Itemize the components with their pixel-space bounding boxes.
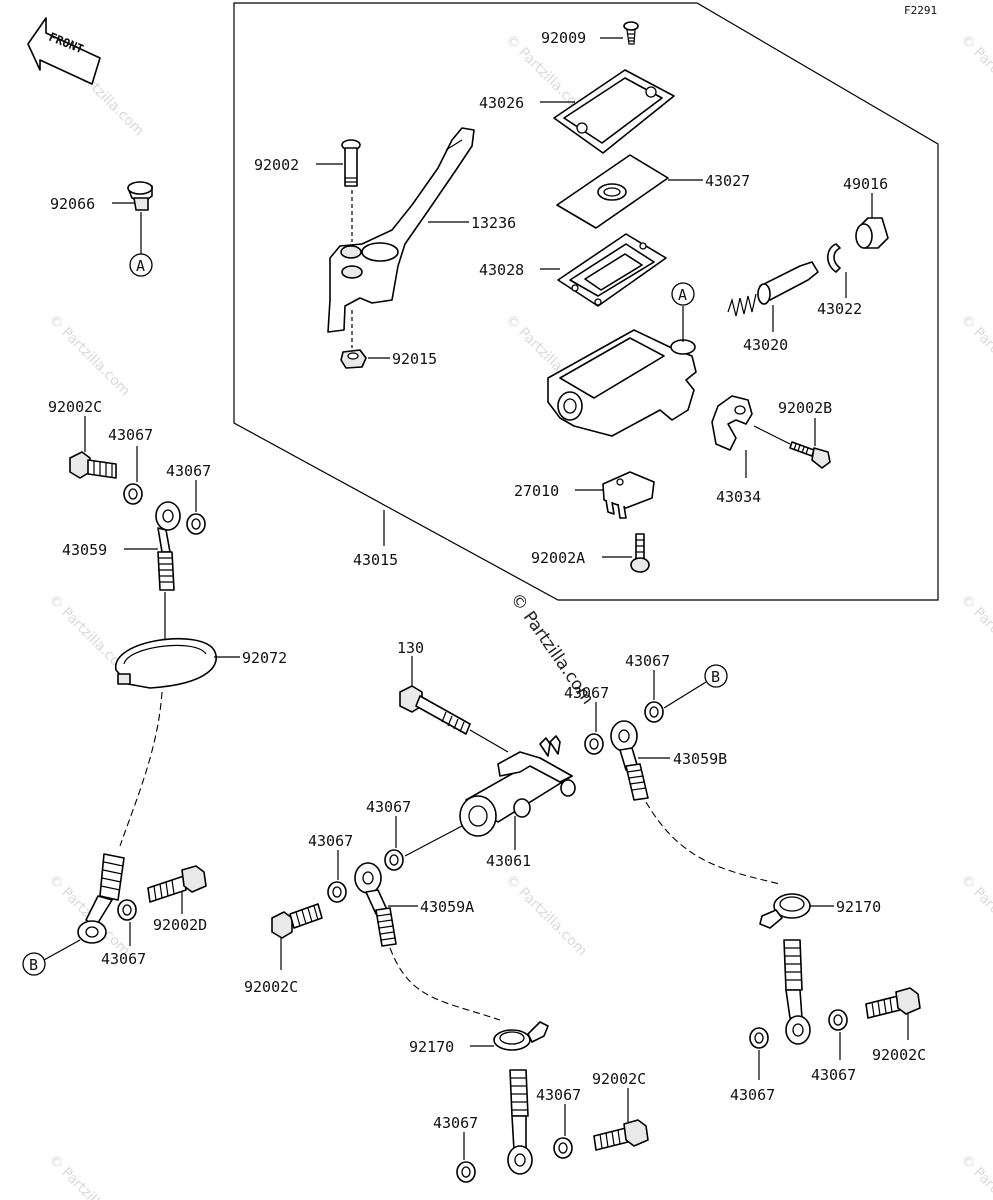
label-27010: 27010: [514, 482, 559, 500]
brake-hose-end-icon: [610, 720, 649, 801]
label-92002D: 92002D: [153, 916, 207, 934]
label-130: 130: [397, 639, 424, 657]
label-43027: 43027: [705, 172, 750, 190]
hose-clamp-icon: [493, 1021, 549, 1051]
watermark: © Partzilla.com: [957, 1152, 993, 1200]
diagram-code: F2291: [904, 4, 937, 17]
brake-hose-end-icon: [783, 939, 811, 1045]
label-43067: 43067: [366, 798, 411, 816]
master-cylinder-body-icon: [547, 329, 697, 437]
label-92015: 92015: [392, 350, 437, 368]
banjo-bolt-icon: [271, 903, 323, 939]
watermark: © Partzilla.com: [45, 1152, 133, 1200]
watermark: © Partzilla.com: [957, 872, 993, 960]
banjo-bolt-icon: [593, 1119, 649, 1151]
label-43067: 43067: [101, 950, 146, 968]
callout-a-label: A: [136, 257, 145, 275]
label-92002C: 92002C: [592, 1070, 646, 1088]
banjo-bolt-icon: [865, 987, 921, 1019]
hose-band-icon: [115, 637, 217, 689]
nut-icon: [340, 349, 367, 369]
watermark: © Partzilla.com: [502, 872, 590, 960]
reservoir-cap-icon: [553, 69, 675, 154]
callout-a: [129, 253, 153, 277]
reservoir-plug-icon: [127, 181, 153, 211]
pivot-bolt-icon: [341, 139, 361, 187]
label-43067: 43067: [730, 1086, 775, 1104]
callout-a: [671, 282, 695, 306]
label-43059B: 43059B: [673, 750, 727, 768]
callout-a-label: A: [678, 286, 687, 304]
watermark: © Partzilla.com: [957, 32, 993, 120]
label-92009: 92009: [541, 29, 586, 47]
label-43067: 43067: [166, 462, 211, 480]
long-bolt-icon: [399, 685, 471, 735]
circlip-icon: [826, 243, 841, 273]
label-43020: 43020: [743, 336, 788, 354]
bolt-icon: [147, 865, 207, 903]
callout-b-label: B: [29, 956, 38, 974]
hose-clamp-icon: [759, 893, 811, 929]
label-43022: 43022: [817, 300, 862, 318]
clamp-icon: [711, 395, 753, 451]
brake-hose-end-icon: [354, 862, 397, 947]
piston-kit-icon: [727, 261, 819, 317]
label-49016: 49016: [843, 175, 888, 193]
switch-screw-icon: [630, 533, 650, 573]
label-92002C: 92002C: [48, 398, 102, 416]
label-43067: 43067: [564, 684, 609, 702]
banjo-bolt-icon: [69, 451, 117, 479]
label-13236: 13236: [471, 214, 516, 232]
label-92002: 92002: [254, 156, 299, 174]
label-43028: 43028: [479, 261, 524, 279]
watermark: © Partzilla.com: [957, 312, 993, 400]
diaphragm-icon: [557, 233, 667, 307]
screw-icon: [623, 21, 639, 45]
label-43026: 43026: [479, 94, 524, 112]
label-43067: 43067: [308, 832, 353, 850]
label-92002C: 92002C: [244, 978, 298, 996]
callout-b: [704, 664, 728, 688]
watermark: © Partzilla.com: [45, 312, 133, 400]
label-92170: 92170: [836, 898, 881, 916]
brake-joint-icon: [459, 735, 576, 837]
label-43059: 43059: [62, 541, 107, 559]
label-92002A: 92002A: [531, 549, 585, 567]
label-43067: 43067: [536, 1086, 581, 1104]
brake-switch-icon: [602, 471, 655, 519]
label-92002C: 92002C: [872, 1046, 926, 1064]
label-43067: 43067: [433, 1114, 478, 1132]
label-92002B: 92002B: [778, 399, 832, 417]
label-43059A: 43059A: [420, 898, 474, 916]
watermark: © Partzilla.com: [957, 592, 993, 680]
label-92072: 92072: [242, 649, 287, 667]
brake-hose-end-icon: [155, 501, 181, 591]
boot-icon: [855, 217, 889, 249]
brake-hose-end-icon: [77, 853, 125, 944]
reservoir-plate-icon: [556, 154, 669, 229]
brake-lever-icon: [327, 127, 475, 333]
label-92066: 92066: [50, 195, 95, 213]
callout-b-label: B: [711, 668, 720, 686]
callout-b: [22, 952, 46, 976]
label-43067: 43067: [108, 426, 153, 444]
label-43061: 43061: [486, 852, 531, 870]
brake-hose-end-icon: [507, 1069, 533, 1175]
assembly-boundary: [233, 2, 939, 601]
label-43015: 43015: [353, 551, 398, 569]
label-43067: 43067: [625, 652, 670, 670]
label-43067: 43067: [811, 1066, 856, 1084]
bolt-icon: [789, 441, 831, 469]
label-92170: 92170: [409, 1038, 454, 1056]
label-43034: 43034: [716, 488, 761, 506]
front-arrow-icon: FRONT: [27, 17, 101, 85]
